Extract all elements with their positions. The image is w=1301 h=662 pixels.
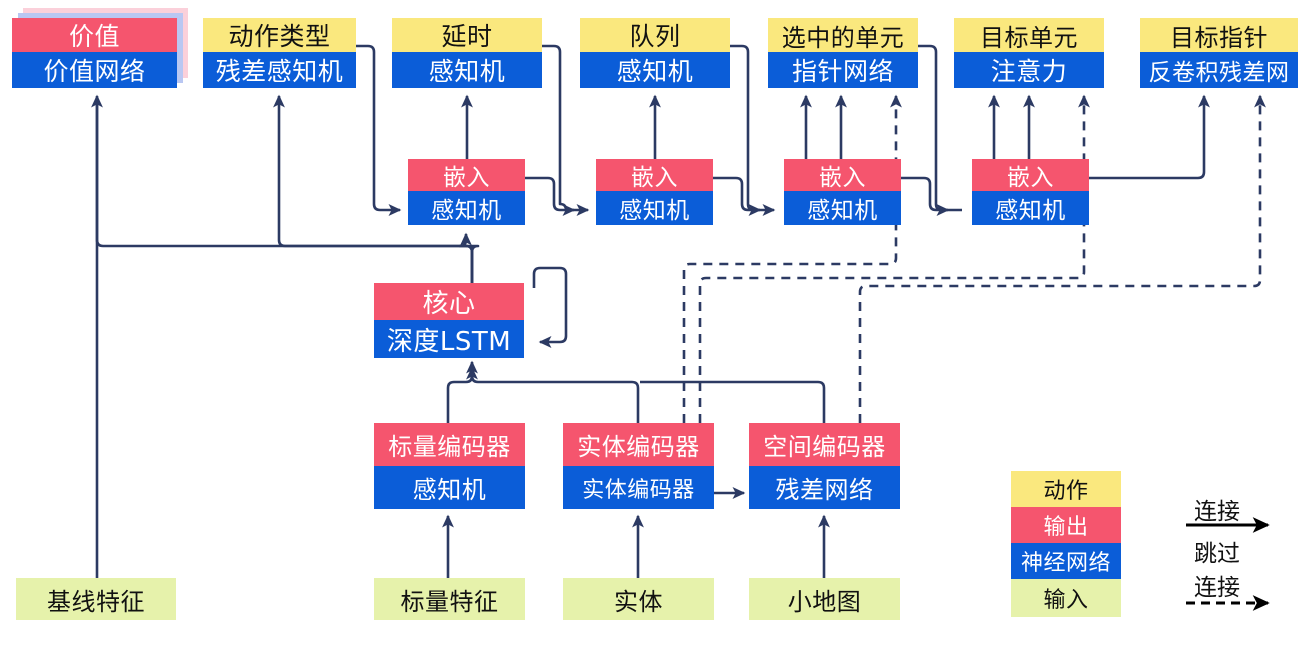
node-core-network-label: 深度LSTM (374, 320, 524, 358)
node-input-entities-label: 实体 (563, 578, 714, 620)
legend-label-skip-line1: 跳过 (1194, 541, 1240, 567)
node-entity-encoder-output-label: 实体编码器 (563, 423, 714, 466)
node-target-unit-action-label: 目标单元 (954, 18, 1104, 52)
legend-swatch-output: 输出 (1011, 507, 1121, 543)
node-embedding-3-output-label: 嵌入 (784, 159, 901, 191)
node-spatial-encoder-network-label: 残差网络 (749, 466, 900, 509)
node-input-minimap-label: 小地图 (749, 578, 900, 620)
node-queued-action-label: 队列 (580, 18, 730, 52)
node-action-type-network-label: 残差感知机 (203, 52, 356, 88)
legend-swatch-action: 动作 (1011, 471, 1121, 507)
node-selected-units[interactable]: 选中的单元 指针网络 (768, 18, 918, 88)
node-spatial-encoder-output-label: 空间编码器 (749, 423, 900, 466)
node-embedding-3[interactable]: 嵌入 感知机 (784, 159, 901, 225)
node-delay-action-label: 延时 (392, 18, 542, 52)
node-entity-encoder-network-label: 实体编码器 (563, 466, 714, 509)
node-value-output-label: 价值 (12, 18, 177, 52)
node-scalar-encoder-output-label: 标量编码器 (374, 423, 525, 466)
legend-swatch-network: 神经网络 (1011, 543, 1121, 579)
node-target-unit-network-label: 注意力 (954, 52, 1104, 88)
node-target-point[interactable]: 目标指针 反卷积残差网 (1140, 18, 1298, 88)
node-embedding-1[interactable]: 嵌入 感知机 (408, 159, 525, 225)
node-scalar-encoder-network-label: 感知机 (374, 466, 525, 509)
node-queued-network-label: 感知机 (580, 52, 730, 88)
node-input-scalar-features[interactable]: 标量特征 (374, 578, 525, 620)
node-embedding-2-network-label: 感知机 (596, 191, 713, 225)
node-selected-units-network-label: 指针网络 (768, 52, 918, 88)
node-core-output-label: 核心 (374, 283, 524, 320)
node-target-point-action-label: 目标指针 (1140, 18, 1298, 52)
node-input-entities[interactable]: 实体 (563, 578, 714, 620)
node-embedding-4-network-label: 感知机 (972, 191, 1089, 225)
node-embedding-1-output-label: 嵌入 (408, 159, 525, 191)
node-target-unit[interactable]: 目标单元 注意力 (954, 18, 1104, 88)
node-target-point-network-label: 反卷积残差网 (1140, 52, 1298, 88)
node-core[interactable]: 核心 深度LSTM (374, 283, 524, 358)
node-delay-network-label: 感知机 (392, 52, 542, 88)
legend-label-skip-line2: 连接 (1194, 575, 1240, 601)
legend-label-connection: 连接 (1194, 499, 1240, 525)
node-input-baseline-features[interactable]: 基线特征 (16, 578, 176, 620)
legend-swatches: 动作 输出 神经网络 输入 (1011, 471, 1121, 617)
node-selected-units-action-label: 选中的单元 (768, 18, 918, 52)
node-input-minimap[interactable]: 小地图 (749, 578, 900, 620)
node-input-scalar-features-label: 标量特征 (374, 578, 525, 620)
node-value-network-label: 价值网络 (12, 52, 177, 88)
node-entity-encoder[interactable]: 实体编码器 实体编码器 (563, 423, 714, 509)
node-delay[interactable]: 延时 感知机 (392, 18, 542, 88)
node-embedding-3-network-label: 感知机 (784, 191, 901, 225)
node-value[interactable]: 价值 价值网络 (12, 18, 177, 88)
node-action-type-action-label: 动作类型 (203, 18, 356, 52)
node-action-type[interactable]: 动作类型 残差感知机 (203, 18, 356, 88)
node-scalar-encoder[interactable]: 标量编码器 感知机 (374, 423, 525, 509)
legend-swatch-input: 输入 (1011, 579, 1121, 617)
node-embedding-4-output-label: 嵌入 (972, 159, 1089, 191)
node-embedding-4[interactable]: 嵌入 感知机 (972, 159, 1089, 225)
node-embedding-2[interactable]: 嵌入 感知机 (596, 159, 713, 225)
node-queued[interactable]: 队列 感知机 (580, 18, 730, 88)
node-input-baseline-features-label: 基线特征 (16, 578, 176, 620)
node-spatial-encoder[interactable]: 空间编码器 残差网络 (749, 423, 900, 509)
node-embedding-1-network-label: 感知机 (408, 191, 525, 225)
node-embedding-2-output-label: 嵌入 (596, 159, 713, 191)
